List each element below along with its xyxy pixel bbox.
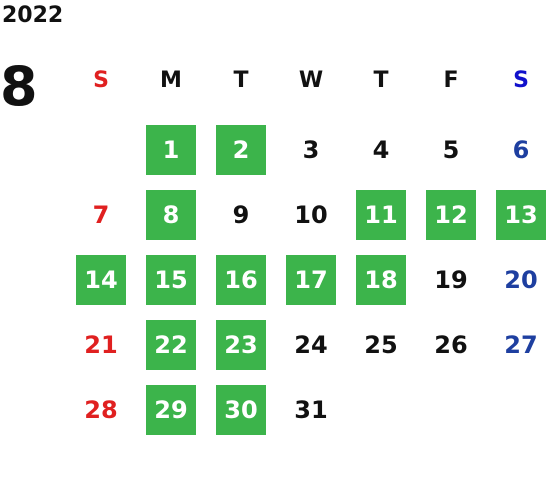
day-cell-highlighted: 2 — [216, 125, 266, 175]
day-cell: 24 — [294, 331, 328, 359]
weekday-header: T — [373, 68, 389, 93]
day-cell-highlighted: 8 — [146, 190, 196, 240]
day-cell-highlighted: 15 — [146, 255, 196, 305]
weekday-header: T — [233, 68, 249, 93]
day-cell: 4 — [372, 136, 390, 164]
year-label: 2022 — [2, 3, 64, 28]
day-cell-highlighted: 22 — [146, 320, 196, 370]
day-cell-highlighted: 12 — [426, 190, 476, 240]
day-cell: 19 — [434, 266, 468, 294]
day-cell-highlighted: 17 — [286, 255, 336, 305]
day-cell: 26 — [434, 331, 468, 359]
day-cell: 7 — [92, 201, 110, 229]
day-cell-highlighted: 14 — [76, 255, 126, 305]
day-cell: 9 — [232, 201, 250, 229]
day-cell: 27 — [504, 331, 538, 359]
day-cell: 3 — [302, 136, 320, 164]
month-number: 8 — [0, 55, 38, 118]
day-cell-highlighted: 16 — [216, 255, 266, 305]
day-cell: 20 — [504, 266, 538, 294]
day-cell: 28 — [84, 396, 118, 424]
day-cell-highlighted: 30 — [216, 385, 266, 435]
weekday-header: M — [160, 68, 182, 93]
day-cell: 25 — [364, 331, 398, 359]
day-cell-highlighted: 1 — [146, 125, 196, 175]
weekday-header: S — [513, 68, 529, 93]
day-cell: 21 — [84, 331, 118, 359]
day-cell-highlighted: 23 — [216, 320, 266, 370]
day-cell: 31 — [294, 396, 328, 424]
weekday-header: S — [93, 68, 109, 93]
day-cell: 5 — [442, 136, 460, 164]
weekday-header: F — [443, 68, 459, 93]
day-cell-highlighted: 13 — [496, 190, 546, 240]
day-cell: 6 — [512, 136, 530, 164]
day-cell-highlighted: 18 — [356, 255, 406, 305]
day-cell: 10 — [294, 201, 328, 229]
day-cell-highlighted: 11 — [356, 190, 406, 240]
day-cell-highlighted: 29 — [146, 385, 196, 435]
weekday-header: W — [298, 68, 324, 93]
